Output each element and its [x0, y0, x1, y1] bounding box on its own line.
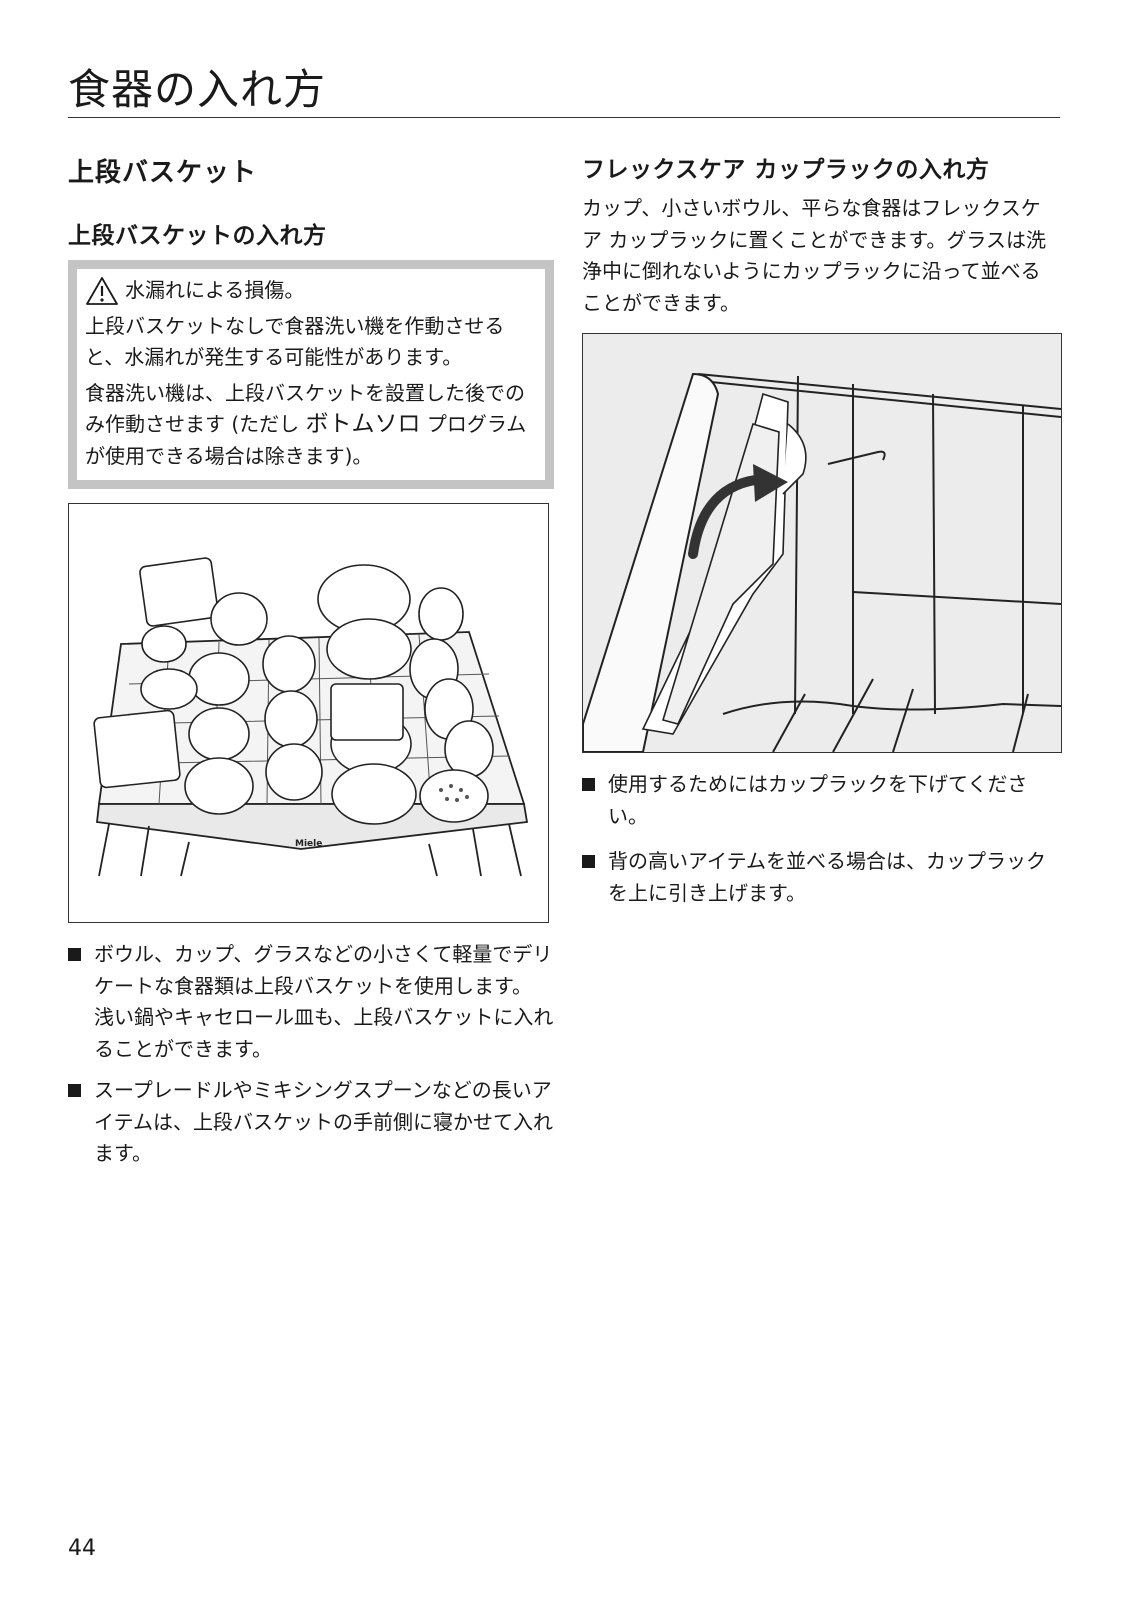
bullet-text: 背の高いアイテムを並べる場合は、カップラックを上に引き上げます。: [608, 849, 1046, 905]
square-bullet-icon: [582, 855, 595, 868]
bullet-text-continued: 浅い鍋やキャセロール皿も、上段バスケットに入れることができます。: [94, 1005, 554, 1061]
left-column: 上段バスケット 上段バスケットの入れ方 水漏れによる損傷。 上段バスケットなしで…: [68, 150, 554, 1170]
warning-paragraph-1: 上段バスケットなしで食器洗い機を作動させると、水漏れが発生する可能性があります。: [85, 313, 505, 370]
list-item: ボウル、カップ、グラスなどの小さくて軽量でデリケートな食器類は上段バスケットを使…: [68, 939, 554, 1065]
warning-box: 水漏れによる損傷。 上段バスケットなしで食器洗い機を作動させると、水漏れが発生す…: [68, 260, 554, 489]
right-bullet-list: 使用するためにはカップラックを下げてください。 背の高いアイテムを並べる場合は、…: [582, 769, 1060, 909]
list-item: 背の高いアイテムを並べる場合は、カップラックを上に引き上げます。: [582, 846, 1060, 909]
list-item: 使用するためにはカップラックを下げてください。: [582, 769, 1060, 832]
right-column: フレックスケア カップラックの入れ方 カップ、小さいボウル、平らな食器はフレック…: [582, 150, 1062, 909]
square-bullet-icon: [68, 948, 81, 961]
square-bullet-icon: [582, 778, 595, 791]
warning-paragraph-2-end: プログラムが使用できる場合は除きます)。: [85, 412, 527, 468]
right-intro: カップ、小さいボウル、平らな食器はフレックスケア カップラックに置くことができま…: [582, 196, 1046, 315]
warning-paragraph-2: 食器洗い機は、上段バスケットを設置した後でのみ作動させます (ただし ボトムソロ…: [85, 378, 529, 473]
subheading: 上段バスケットの入れ方: [68, 223, 327, 249]
right-heading: フレックスケア カップラックの入れ方: [582, 157, 990, 183]
warning-paragraph-2-start: 食器洗い機は、上段バスケットを設置した後でのみ作動させます (ただし: [85, 380, 525, 437]
warning-triangle-icon: [85, 276, 119, 306]
cup-rack-illustration: [582, 333, 1062, 753]
page-number: 44: [68, 1536, 96, 1561]
program-name: ボトムソロ: [305, 411, 421, 437]
upper-basket-illustration: Miele: [68, 503, 549, 923]
warning-title: 水漏れによる損傷。: [125, 278, 305, 302]
section-heading: 上段バスケット: [68, 158, 258, 188]
left-bullet-list: ボウル、カップ、グラスなどの小さくて軽量でデリケートな食器類は上段バスケットを使…: [68, 939, 554, 1170]
list-item: スープレードルやミキシングスプーンなどの長いアイテムは、上段バスケットの手前側に…: [68, 1075, 554, 1170]
bullet-text: ボウル、カップ、グラスなどの小さくて軽量でデリケートな食器類は上段バスケットを使…: [94, 942, 553, 998]
square-bullet-icon: [68, 1084, 81, 1097]
bullet-text: スープレードルやミキシングスプーンなどの長いアイテムは、上段バスケットの手前側に…: [94, 1078, 553, 1165]
page-title: 食器の入れ方: [68, 65, 327, 114]
brand-logo: Miele: [295, 839, 322, 849]
bullet-text: 使用するためにはカップラックを下げてください。: [608, 772, 1028, 828]
title-divider: [68, 117, 1060, 118]
